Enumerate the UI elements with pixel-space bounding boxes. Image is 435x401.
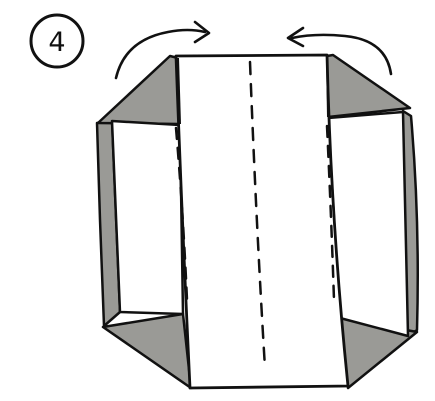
top-right-corner-flap [327,55,410,117]
step-number: 4 [48,27,65,58]
step-badge: 4 [31,15,83,67]
bottom-left-corner-flap [103,314,191,388]
left-paper-panel [112,121,183,314]
top-left-corner-flap [98,56,180,124]
right-inner-edge [327,57,328,117]
